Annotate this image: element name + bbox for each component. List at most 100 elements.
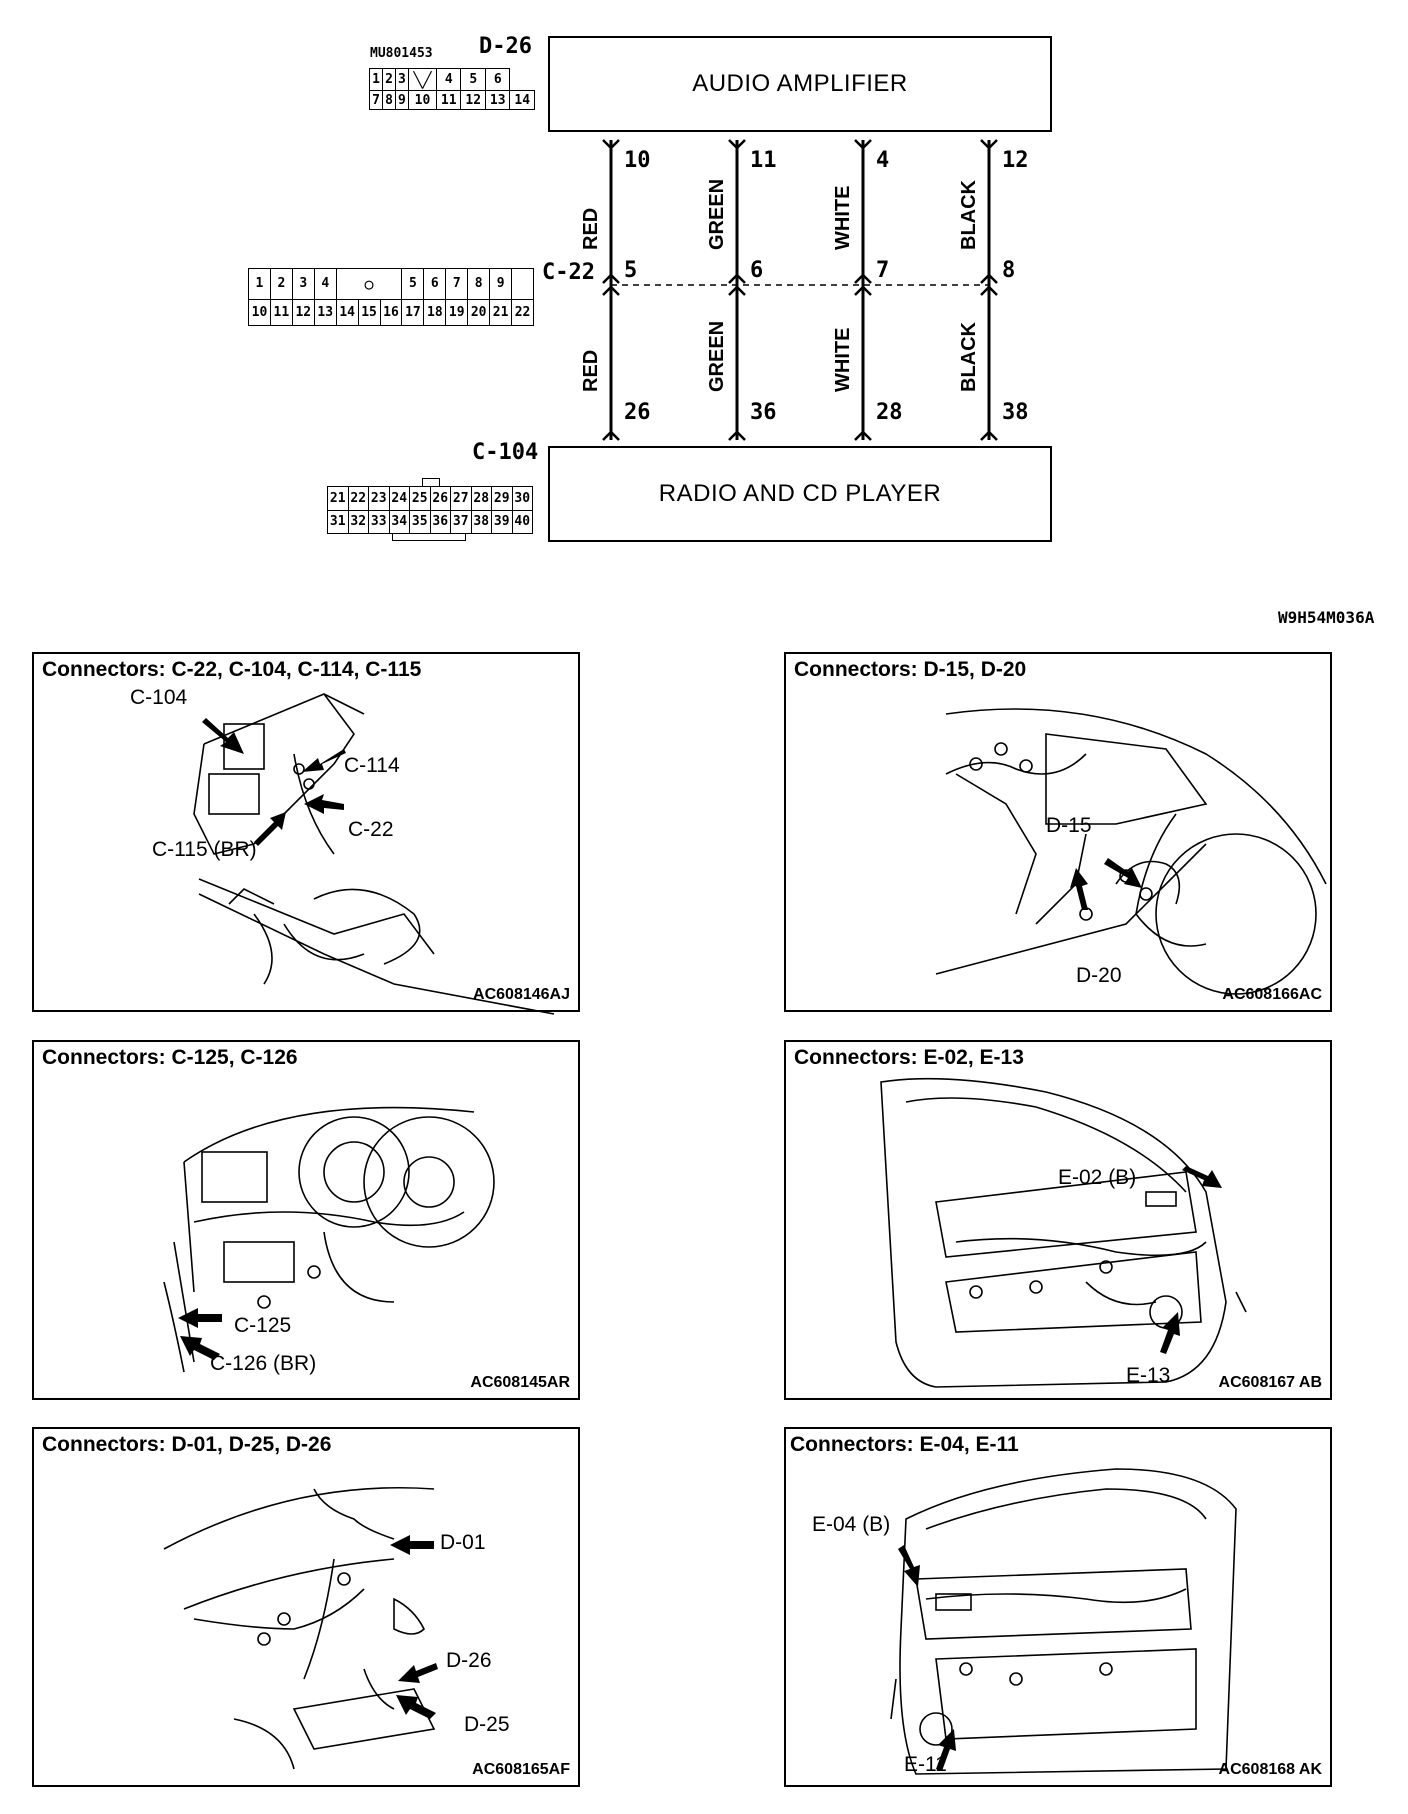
c22-pin: 13 — [313, 298, 337, 327]
callout-c104: C-104 — [130, 686, 188, 709]
callout-d01: D-01 — [440, 1531, 486, 1554]
callout-c126: C-126 (BR) — [210, 1352, 317, 1375]
radio-cd-player-box: RADIO AND CD PLAYER — [548, 446, 1052, 542]
c22-pin: 18 — [423, 298, 447, 327]
wire-green-color-label: GREEN — [706, 178, 728, 250]
d26-pin: 12 — [460, 90, 486, 110]
d26-part-number: MU801453 — [370, 46, 433, 61]
d26-pin: 6 — [484, 67, 511, 92]
c104-pin: 23 — [368, 486, 390, 511]
connector-panel-d15-d20: Connectors: D-15, D-20 D-15 D-20 AC60816… — [784, 652, 1332, 1012]
c104-pin: 26 — [429, 486, 451, 511]
panel-code: AC608165AF — [472, 1761, 570, 1778]
connector-panel-c125-c126: Connectors: C-125, C-126 C-125 C-126 (BR… — [32, 1040, 580, 1400]
radio-cd-player-label: RADIO AND CD PLAYER — [658, 480, 942, 507]
d26-pin: 14 — [509, 90, 535, 110]
c104-pin-grid: 21 22 23 24 25 26 27 28 29 30 31 32 33 3… — [327, 486, 533, 534]
wire-red-color-label: RED — [580, 207, 602, 250]
c104-pin: 39 — [491, 509, 513, 534]
wire-black-color-label-lower: BLACK — [958, 322, 980, 392]
c104-pin: 32 — [347, 509, 369, 534]
c104-pin: 35 — [409, 509, 431, 534]
callout-e02: E-02 (B) — [1058, 1166, 1137, 1189]
c22-pin: 12 — [291, 298, 315, 327]
c104-connector-label: C-104 — [472, 440, 539, 465]
panel-code: AC608166AC — [1222, 986, 1322, 1003]
wire-red-top-pin: 10 — [624, 148, 651, 173]
d26-pin: 4 — [435, 67, 462, 92]
audio-amplifier-label: AUDIO AMPLIFIER — [692, 70, 908, 97]
callout-e04: E-04 (B) — [812, 1513, 891, 1536]
c104-pin: 27 — [450, 486, 472, 511]
c22-pin: 11 — [269, 298, 293, 327]
panel-code: AC608167 AB — [1218, 1374, 1322, 1391]
front-door-illustration — [880, 1077, 1247, 1388]
wires-graphic — [602, 139, 998, 441]
callout-d25: D-25 — [464, 1713, 510, 1736]
panel-title: Connectors: D-01, D-25, D-26 — [42, 1433, 332, 1456]
callout-d15: D-15 — [1046, 814, 1092, 837]
panel-title: Connectors: E-02, E-13 — [794, 1046, 1024, 1069]
connector-panel-e04-e11: Connectors: E-04, E-11 E-04 (B) E-11 AC6… — [784, 1427, 1332, 1787]
c104-pin: 28 — [470, 486, 492, 511]
panel-title: Connectors: D-15, D-20 — [794, 658, 1027, 681]
c22-pin: 19 — [445, 298, 469, 327]
wire-red-bottom-pin: 26 — [624, 400, 651, 425]
audio-amplifier-box: AUDIO AMPLIFIER — [548, 36, 1052, 132]
wire-black-color-label: BLACK — [958, 180, 980, 250]
c22-pin: 20 — [467, 298, 491, 327]
rear-door-illustration — [890, 1468, 1237, 1775]
callout-d26: D-26 — [446, 1649, 492, 1672]
c104-pin: 22 — [347, 486, 369, 511]
panel-code: AC608146AJ — [473, 986, 570, 1003]
callout-d20: D-20 — [1076, 964, 1122, 987]
callout-c22: C-22 — [348, 818, 394, 841]
wire-green-color-label-lower: GREEN — [706, 320, 728, 392]
c104-pin: 38 — [470, 509, 492, 534]
c104-pin: 34 — [388, 509, 410, 534]
rear-quarter-illustration — [935, 708, 1327, 995]
panel-title: Connectors: C-125, C-126 — [42, 1046, 298, 1069]
dashboard-console-illustration — [193, 693, 555, 1015]
d26-connector-label: D-26 — [479, 34, 532, 59]
connector-panel-e02-e13: Connectors: E-02, E-13 E-02 (B) E-13 AC6… — [784, 1040, 1332, 1400]
d26-pin: 10 — [407, 90, 437, 110]
wire-white-mid-pin: 7 — [876, 258, 890, 283]
c104-pin: 29 — [491, 486, 513, 511]
panel-title: Connectors: E-04, E-11 — [790, 1433, 1019, 1456]
wire-green-top-pin: 11 — [750, 148, 777, 173]
c104-pin: 24 — [388, 486, 410, 511]
callout-c114: C-114 — [344, 754, 400, 777]
panel-code: AC608168 AK — [1218, 1761, 1322, 1778]
wire-green-bottom-pin: 36 — [750, 400, 777, 425]
c104-pin: 25 — [409, 486, 431, 511]
wire-green-mid-pin: 6 — [750, 258, 764, 283]
connector-panel-d01-d25-d26: Connectors: D-01, D-25, D-26 D-01 D-26 D… — [32, 1427, 580, 1787]
c104-pin: 37 — [450, 509, 472, 534]
figure-code: W9H54M036A — [1278, 608, 1375, 627]
callout-e11: E-11 — [904, 1753, 947, 1776]
c22-pin: 21 — [489, 298, 513, 327]
callout-c115: C-115 (BR) — [152, 838, 257, 861]
wire-black-top-pin: 12 — [1002, 148, 1029, 173]
d26-key-notch: ╲╱ — [407, 67, 437, 92]
wire-black-mid-pin: 8 — [1002, 258, 1016, 283]
c104-pin: 21 — [327, 486, 349, 511]
d26-pin-grid: 1 2 3 ╲╱ 4 5 6 7 8 9 10 11 12 13 14 — [369, 67, 535, 110]
d26-pin: 11 — [435, 90, 462, 110]
connector-panel-c22-c104: Connectors: C-22, C-104, C-114, C-115 C-… — [32, 652, 580, 1015]
c104-pin: 33 — [368, 509, 390, 534]
c104-pin: 40 — [511, 509, 533, 534]
c104-pin: 30 — [511, 486, 533, 511]
wire-red-mid-pin: 5 — [624, 258, 638, 283]
wire-black-bottom-pin: 38 — [1002, 400, 1029, 425]
instrument-panel-illustration — [163, 1106, 495, 1373]
c104-pin: 31 — [327, 509, 349, 534]
c22-pin-grid: 1 2 3 4 ○ 5 6 7 8 9 10 11 12 13 14 15 16… — [248, 268, 534, 327]
c104-latch — [422, 478, 440, 487]
c22-pin: 22 — [511, 298, 534, 327]
callout-c125: C-125 — [234, 1314, 292, 1337]
c22-connector-label: C-22 — [542, 260, 595, 285]
wire-red-color-label-lower: RED — [580, 349, 602, 392]
wire-white-top-pin: 4 — [876, 148, 890, 173]
